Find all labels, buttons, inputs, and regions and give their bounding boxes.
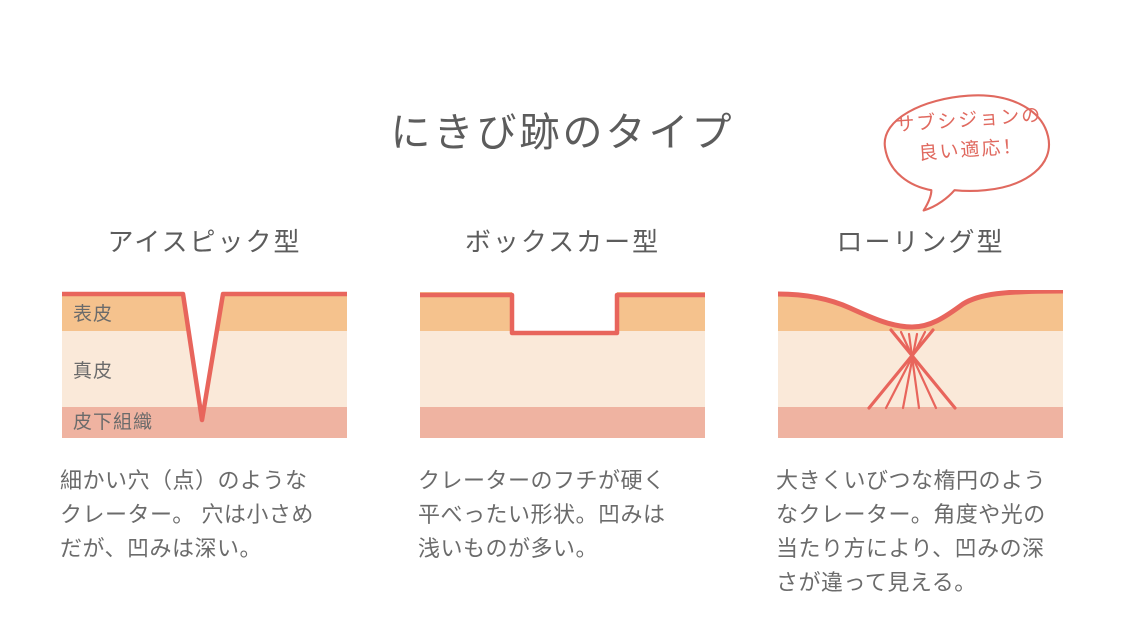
boxcar-crater-gap bbox=[512, 290, 617, 332]
speech-bubble bbox=[883, 94, 1051, 212]
boxcar-skin-svg bbox=[420, 290, 705, 438]
fibrous-band bbox=[901, 332, 919, 410]
rolling-scar-line bbox=[778, 290, 1063, 330]
label-epidermis: 表皮 bbox=[73, 304, 114, 325]
type-description-boxcar: クレーターのフチが硬く 平べったい形状。凹みは 浅いものが多い。 bbox=[418, 468, 666, 561]
page-title: にきび跡のタイプ bbox=[390, 111, 735, 155]
type-title-rolling: ローリング型 bbox=[836, 227, 1005, 257]
icepick-crater-gap bbox=[183, 290, 223, 419]
fibrous-band bbox=[899, 330, 938, 410]
boxcar-scar-line bbox=[420, 292, 705, 336]
type-description-icepick: 細かい穴（点）のような クレーター。 穴は小さめ だが、凹みは深い。 bbox=[60, 468, 314, 561]
type-title-icepick: アイスピック型 bbox=[107, 227, 302, 257]
type-title-boxcar: ボックスカー型 bbox=[464, 227, 661, 257]
speech-bubble-text: サブシジョンの 良い適応！ bbox=[894, 104, 1043, 165]
rolling-diagram bbox=[778, 290, 1063, 438]
icepick-skin-svg bbox=[62, 290, 347, 438]
fibrous-band bbox=[889, 328, 957, 410]
rolling-skin-svg bbox=[778, 290, 1063, 438]
speech-bubble-outline bbox=[883, 94, 1051, 212]
icepick-scar-line bbox=[62, 291, 347, 423]
label-subcutis: 皮下組織 bbox=[73, 412, 154, 433]
type-description-rolling: 大きくいびつな楕円のよう なクレーター。角度や光の 当たり方により、凹みの深 さ… bbox=[776, 468, 1047, 595]
icepick-diagram: 表皮 真皮 皮下組織 bbox=[62, 290, 347, 438]
rolling-crater-gap bbox=[778, 290, 1063, 327]
label-dermis: 真皮 bbox=[73, 361, 114, 382]
subcutis-layer bbox=[778, 407, 1063, 438]
fibrous-band bbox=[867, 328, 935, 410]
rolling-fibrous-bands bbox=[867, 328, 957, 410]
boxcar-diagram bbox=[420, 290, 705, 438]
fibrous-band bbox=[884, 330, 927, 410]
subcutis-layer bbox=[420, 407, 705, 438]
dermis-layer bbox=[420, 331, 705, 407]
fibrous-band bbox=[907, 332, 921, 410]
